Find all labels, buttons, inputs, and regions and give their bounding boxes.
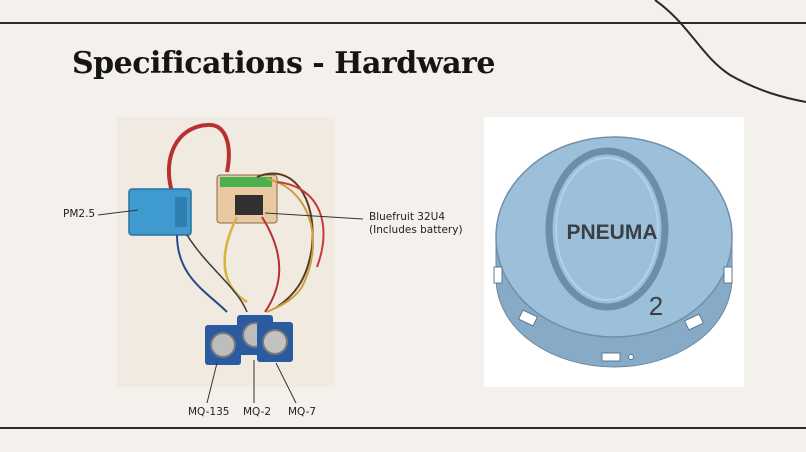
device-render: PNEUMA 2: [484, 117, 744, 387]
mq2-label: MQ-2: [243, 406, 272, 418]
pneuma-logo-subscript: 2: [649, 291, 663, 321]
bluefruit-label-line1: Bluefruit 32U4: [369, 211, 446, 223]
bottom-rule: [0, 427, 806, 429]
top-rule: [0, 22, 806, 24]
mq-sensors: [205, 315, 293, 365]
hardware-photo: [117, 117, 335, 387]
mq7-label: MQ-7: [288, 406, 317, 418]
page-title: Specifications - Hardware: [72, 46, 495, 81]
mq135-label: MQ-135: [188, 406, 230, 418]
bluefruit-label: Bluefruit 32U4 (Includes battery): [369, 211, 463, 237]
bluefruit-label-line2: (Includes battery): [369, 224, 463, 236]
pneuma-logo-text: PNEUMA: [566, 221, 657, 244]
pm25-label: PM2.5: [63, 208, 96, 220]
